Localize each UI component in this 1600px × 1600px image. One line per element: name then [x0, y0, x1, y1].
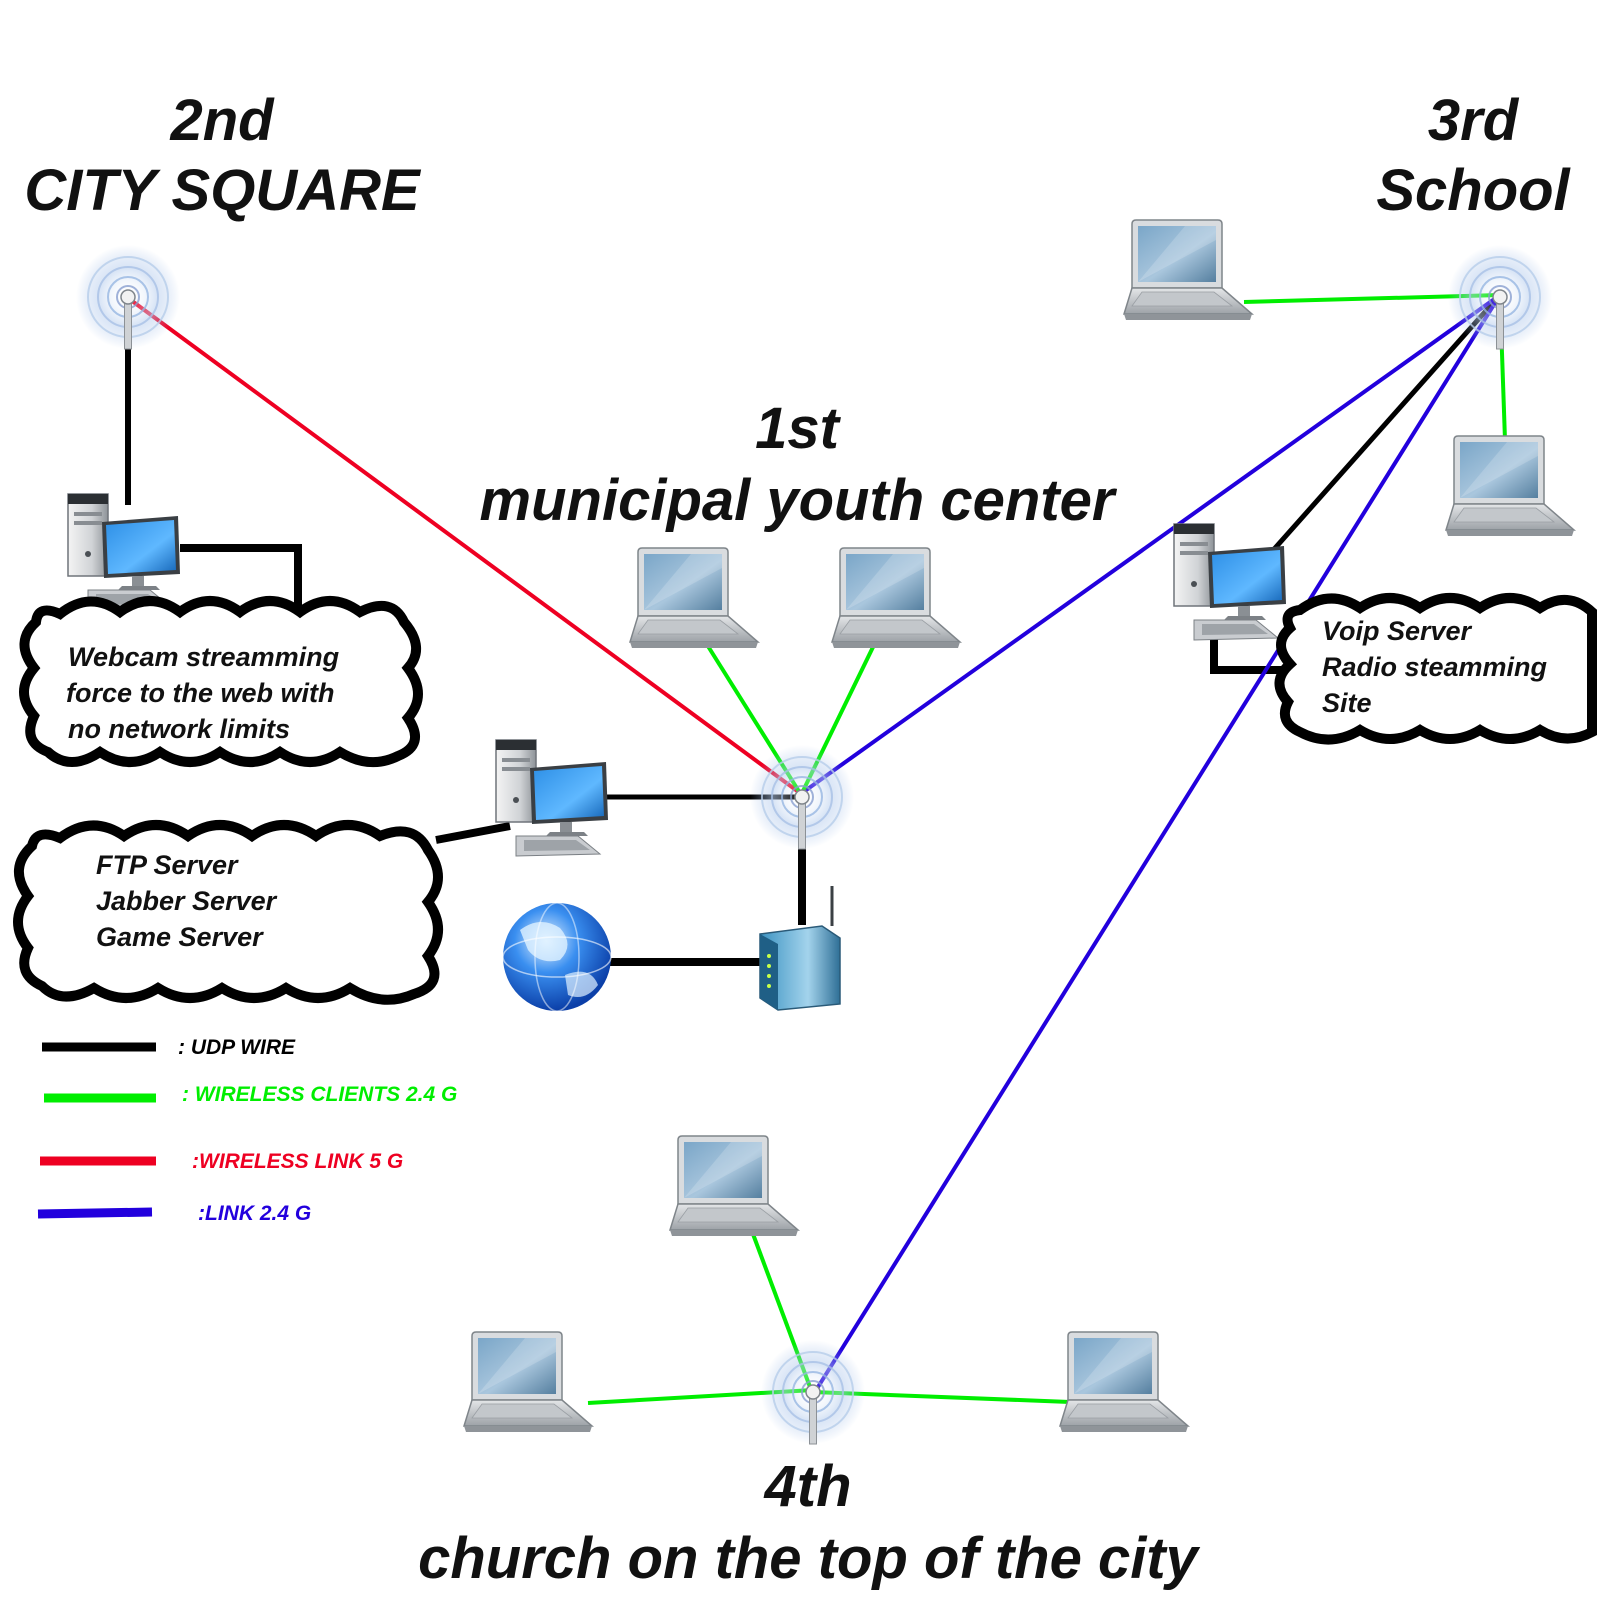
desktop-computer-icon [495, 739, 609, 857]
globe-icon [502, 902, 612, 1012]
cloud-webcam-line-1: Webcam streamming [68, 642, 340, 672]
legend: : UDP WIRE : WIRELESS CLIENTS 2.4 G :WIR… [37, 1036, 457, 1225]
site-2-number: 2nd [169, 88, 275, 153]
link-24g-ap4-ap3 [811, 293, 1502, 1397]
site-3-number: 3rd [1428, 88, 1520, 153]
site-4-name: church on the top of the city [418, 1526, 1201, 1591]
wireless-link-5g-ap2-ap1 [126, 296, 802, 795]
cloud-servers: FTP Server Jabber Server Game Server [13, 820, 443, 1005]
laptop-icon [669, 1135, 799, 1237]
legend-label-wireless-clients: : WIRELESS CLIENTS 2.4 G [182, 1083, 457, 1106]
laptop-icon [1445, 435, 1575, 537]
site-3-name: School [1376, 158, 1571, 223]
udp-wire-server-cloud [435, 822, 511, 844]
site-1-number: 1st [755, 396, 842, 461]
cloud-voip-line-2: Radio steamming [1322, 652, 1548, 682]
laptop-icon [831, 547, 961, 649]
access-point-icon [760, 1339, 866, 1445]
cloud-voip-shape [1274, 593, 1597, 745]
cloud-voip-line-3: Site [1322, 688, 1372, 718]
desktop-computer-icon [67, 493, 181, 611]
udp-wire-desktop-webcam-cloud [180, 544, 302, 612]
link-24g-ap1-ap3 [800, 293, 1502, 795]
cloud-servers-line-1: FTP Server [96, 850, 239, 880]
access-point-icon [1447, 244, 1553, 350]
legend-swatch-link-24g [37, 1207, 153, 1219]
laptop-icon [1123, 219, 1253, 321]
access-point-icon [75, 244, 181, 350]
cloud-webcam: Webcam streamming force to the web with … [19, 596, 423, 767]
cloud-webcam-line-3: no network limits [68, 714, 290, 744]
desktop-computer-icon [1173, 523, 1287, 641]
cloud-servers-line-3: Game Server [96, 922, 264, 952]
site-2-name: CITY SQUARE [24, 158, 422, 223]
site-1-name: municipal youth center [480, 468, 1118, 533]
access-point-icon [749, 744, 855, 850]
cloud-servers-shape [13, 820, 443, 1005]
cloud-servers-line-2: Jabber Server [96, 886, 278, 916]
cloud-webcam-line-2: force to the web with [66, 678, 335, 708]
cloud-webcam-shape [19, 596, 423, 767]
udp-wire-ap3-desktop [1250, 293, 1502, 576]
legend-label-link-24g: :LINK 2.4 G [198, 1202, 311, 1225]
legend-label-udp-wire: : UDP WIRE [178, 1036, 296, 1059]
legend-label-wireless-link-5g: :WIRELESS LINK 5 G [192, 1150, 403, 1173]
laptop-icon [1059, 1331, 1189, 1433]
site-4-number: 4th [764, 1454, 852, 1519]
cloud-voip: Voip Server Radio steamming Site [1274, 593, 1597, 745]
cloud-voip-line-1: Voip Server [1322, 616, 1473, 646]
laptop-icon [629, 547, 759, 649]
laptop-icon [463, 1331, 593, 1433]
